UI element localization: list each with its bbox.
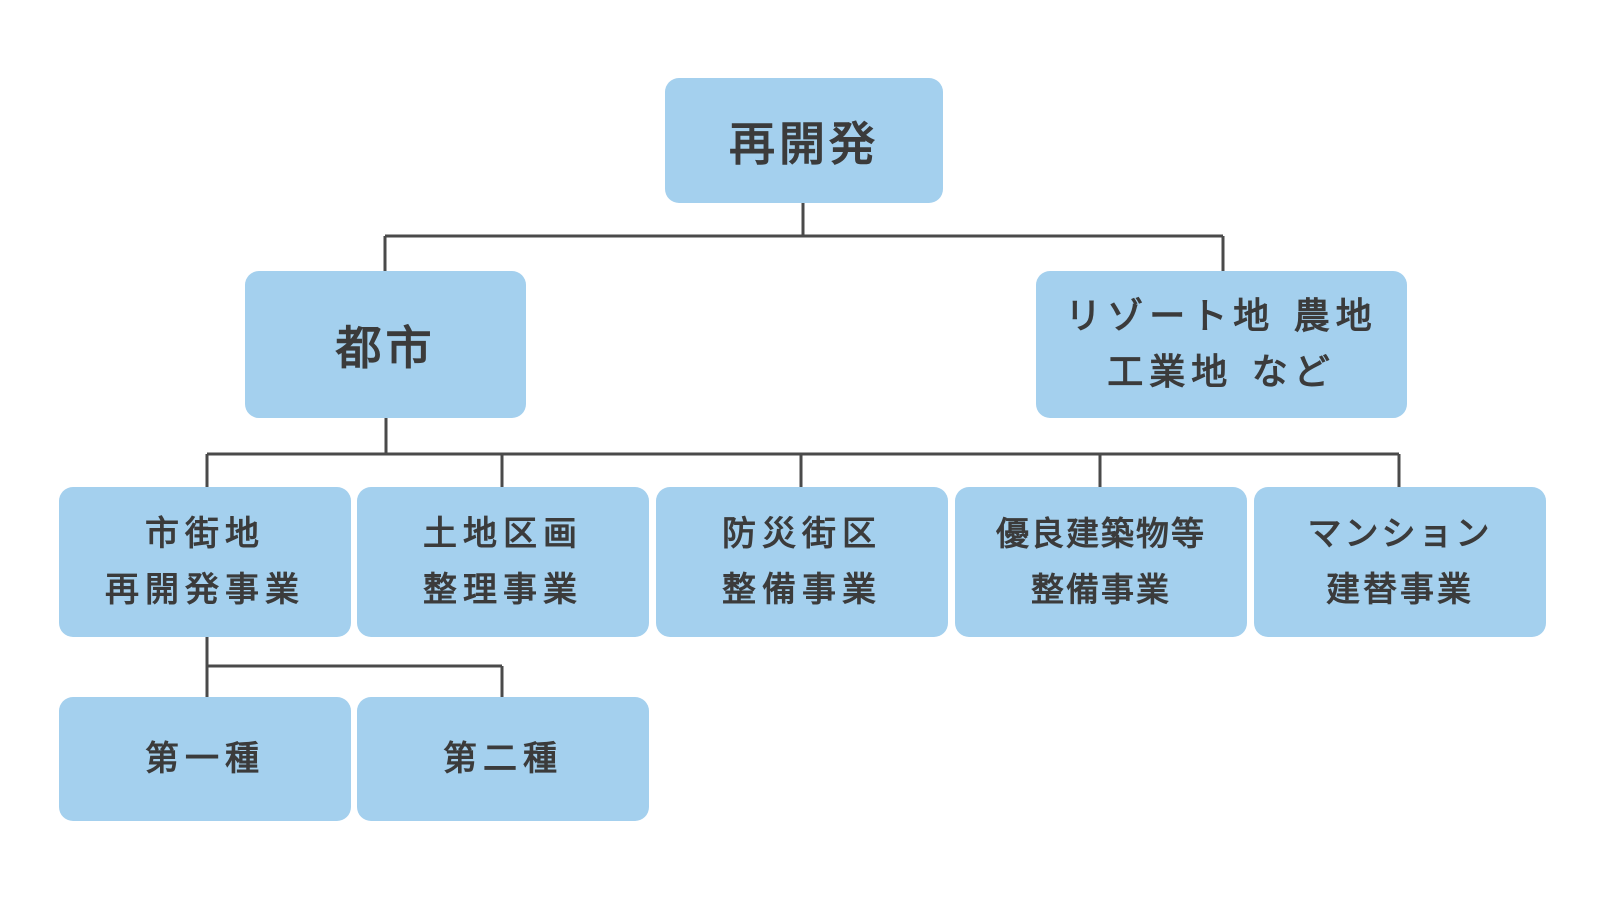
node-type-1: 第一種 [59,697,351,821]
node-label: 第一種 [145,739,265,779]
node-label-line-2: 工業地 など [1107,351,1336,393]
node-excellent-building-project: 優良建築物等 整備事業 [955,487,1247,637]
node-label-line-2: 整備事業 [1031,570,1171,609]
node-condominium-rebuilding-project: マンション 建替事業 [1254,487,1546,637]
node-label-line-1: 土地区画 [423,514,583,554]
connector-city-to-level2 [205,418,1401,487]
node-root-redevelopment: 再開発 [665,78,943,203]
node-label-line-2: 整理事業 [423,570,583,610]
node-label: 再開発 [729,116,879,171]
node-label-line-2: 再開発事業 [105,570,305,610]
node-resort-farmland-industrial: リゾート地 農地 工業地 など [1036,271,1407,418]
node-label-line-1: 優良建築物等 [996,514,1206,553]
node-label-line-1: 防災街区 [722,514,882,554]
node-label: 第二種 [443,739,563,779]
node-land-readjustment-project: 土地区画 整理事業 [357,487,649,637]
node-city: 都市 [245,271,526,418]
node-disaster-prevention-district-project: 防災街区 整備事業 [656,487,948,637]
connector-root-to-level1 [383,203,1225,271]
node-label-line-2: 整備事業 [722,570,882,610]
node-urban-redevelopment-project: 市街地 再開発事業 [59,487,351,637]
node-label-line-1: リゾート地 農地 [1065,295,1378,337]
node-label-line-2: 建替事業 [1326,570,1474,610]
node-label-line-1: マンション [1307,514,1493,554]
node-type-2: 第二種 [357,697,649,821]
node-label-line-1: 市街地 [145,514,265,554]
node-label: 都市 [335,320,436,375]
connector-urban-to-types [205,636,504,697]
